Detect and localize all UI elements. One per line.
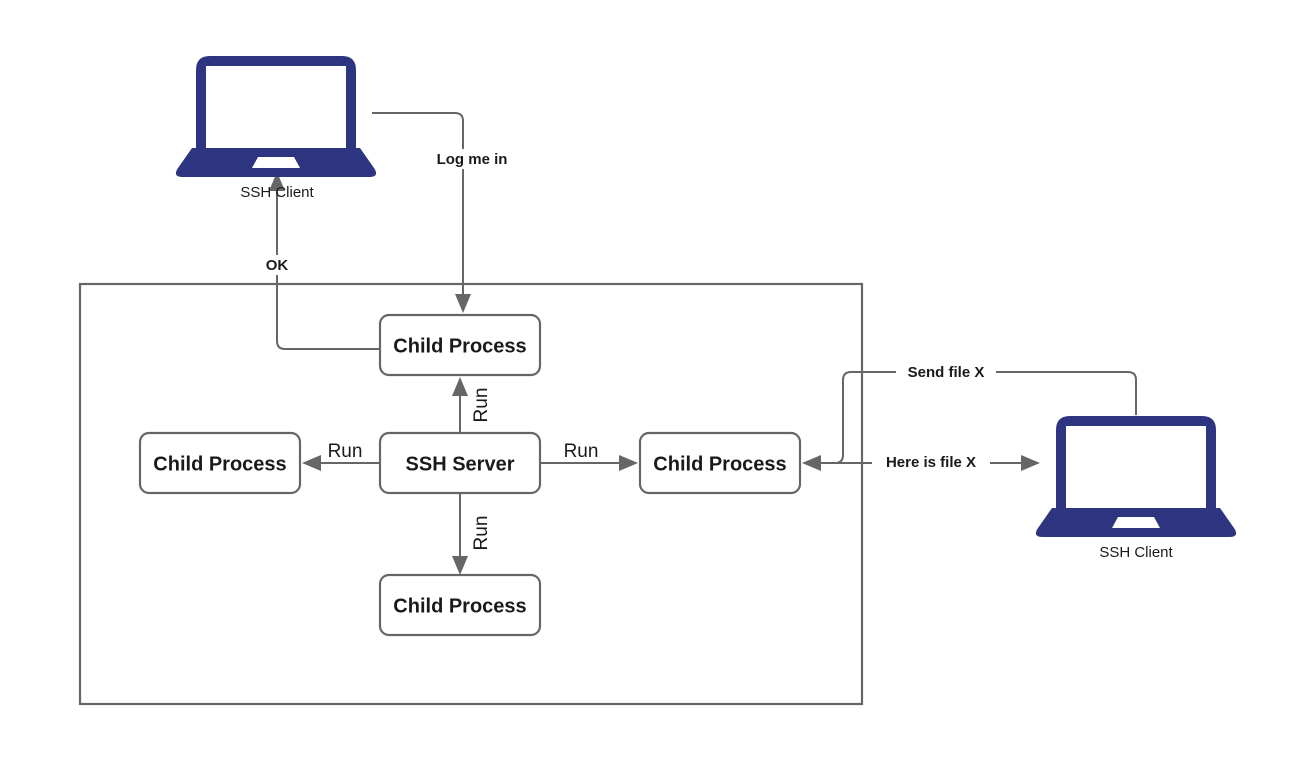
device-ssh-client-top[interactable]: SSH Client — [175, 56, 377, 201]
edge-run-right-label: Run — [564, 441, 599, 462]
node-child-process-left[interactable]: Child Process — [138, 431, 302, 495]
edges-layer: Log me in OK Run Run — [258, 112, 1137, 575]
edge-log-me-in: Log me in — [372, 112, 508, 313]
edge-here-is-file-x: Here is file X — [802, 453, 1040, 473]
node-child-process-top-box[interactable] — [378, 313, 542, 377]
laptop-trackpad-notch — [1112, 517, 1160, 528]
node-ssh-server-box[interactable] — [378, 431, 542, 495]
edge-send-file-x-label-bg — [896, 362, 996, 382]
node-child-process-right-label: Child Process — [653, 453, 786, 475]
edge-run-up: Run — [452, 377, 492, 433]
node-child-process-top-label: Child Process — [393, 335, 526, 357]
laptop-icon — [175, 56, 377, 177]
node-child-process-left-box[interactable] — [138, 431, 302, 495]
edge-log-me-in-label: Log me in — [437, 151, 508, 168]
device-ssh-client-right[interactable]: SSH Client — [1035, 416, 1237, 561]
edge-ok: OK — [258, 172, 380, 350]
edge-send-file-x: Send file X — [818, 362, 1137, 464]
edge-run-left-label: Run — [328, 441, 363, 462]
node-ssh-server-label: SSH Server — [406, 453, 515, 475]
laptop-screen-surface — [206, 66, 346, 148]
node-child-process-bottom-box[interactable] — [378, 573, 542, 637]
node-child-process-bottom-label: Child Process — [393, 595, 526, 617]
laptop-trackpad-notch — [252, 157, 300, 168]
edge-send-file-x-path — [818, 371, 1137, 464]
device-ssh-client-top-caption: SSH Client — [240, 184, 314, 201]
edge-run-right-arrowhead — [619, 455, 638, 471]
edge-ok-path — [276, 185, 380, 350]
edge-run-up-label: Run — [471, 388, 492, 423]
node-child-process-left-label: Child Process — [153, 453, 286, 475]
node-child-process-top[interactable]: Child Process — [378, 313, 542, 377]
node-child-process-right[interactable]: Child Process — [638, 431, 802, 495]
edge-run-down: Run — [452, 493, 492, 575]
edge-run-right: Run — [540, 441, 638, 471]
edge-send-file-x-label: Send file X — [908, 364, 985, 381]
edge-run-left-arrowhead — [302, 455, 321, 471]
edge-here-is-file-x-label-bg — [872, 453, 990, 473]
edge-run-left: Run — [302, 441, 380, 471]
laptop-icon — [1035, 416, 1237, 537]
devices-layer: SSH Client SSH Client — [175, 56, 1237, 561]
edge-here-is-file-x-arrowhead-left — [802, 455, 821, 471]
device-ssh-client-right-caption: SSH Client — [1099, 544, 1173, 561]
edge-here-is-file-x-arrowhead-right — [1021, 455, 1040, 471]
edge-ok-label-bg — [258, 255, 288, 275]
edge-run-down-label: Run — [471, 516, 492, 551]
edge-ok-label: OK — [266, 257, 289, 274]
ssh-server-host-boundary — [78, 282, 864, 706]
edge-ok-arrowhead — [269, 172, 285, 191]
edge-log-me-in-path — [372, 112, 464, 300]
node-ssh-server[interactable]: SSH Server — [378, 431, 542, 495]
edge-log-me-in-arrowhead — [455, 294, 471, 313]
edge-log-me-in-label-bg — [417, 149, 507, 169]
edge-here-is-file-x-label: Here is file X — [886, 454, 976, 471]
edge-run-up-arrowhead — [452, 377, 468, 396]
laptop-screen-surface — [1066, 426, 1206, 508]
nodes-layer: Child Process SSH Server Child Process C… — [138, 313, 802, 637]
edge-run-down-arrowhead — [452, 556, 468, 575]
node-child-process-right-box[interactable] — [638, 431, 802, 495]
node-child-process-bottom[interactable]: Child Process — [378, 573, 542, 637]
